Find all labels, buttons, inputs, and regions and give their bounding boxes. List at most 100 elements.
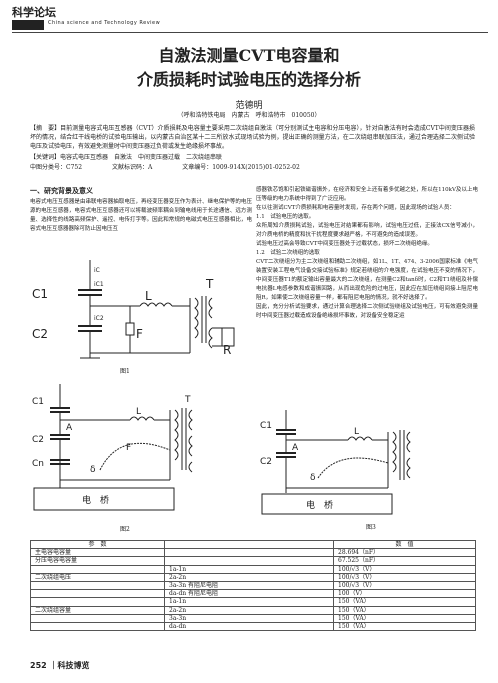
fig2-label-f: F	[126, 443, 131, 453]
section-heading-1: 一、研究背景及意义	[30, 186, 93, 195]
fig3-label-bridge: 电 桥	[306, 499, 333, 511]
table-cell: 二次绕组容量	[30, 605, 165, 615]
table-cell: 3a-3n 有阻尼电阻	[164, 580, 334, 591]
table-cell: 2a-2n	[164, 572, 334, 582]
journal-brand: 科学论坛	[12, 6, 56, 19]
affiliation: （呼和浩特铁电局 内蒙古 呼和浩特市 010050）	[177, 112, 321, 119]
table-cell: 100/√3（V）	[333, 564, 476, 574]
article-meta: 中图分类号：C752 文献标识码：A 文章编号：1009-914X(2015)0…	[30, 162, 475, 171]
table-cell	[164, 548, 334, 558]
table-cell: da-dn	[164, 621, 334, 632]
table-cell: 1a-1n	[164, 597, 334, 607]
paper-title-line2: 介质损耗时试验电压的选择分析	[136, 70, 361, 89]
table-cell: 100/√3（V）	[333, 572, 476, 582]
table-cell	[30, 564, 165, 574]
table-cell: 2a-2n	[164, 605, 334, 615]
table-cell	[30, 597, 165, 607]
subheading-1-2: 1.2 试验二次绕组的选取	[256, 250, 320, 256]
section-1-paragraph: 电容式电压互感器是由串联电容器抽取电压，再经变压器变压作为表计、继电保护等的电压…	[30, 199, 252, 232]
table-cell: 100/√3（V）	[333, 580, 476, 591]
article-number: 文章编号：1009-914X(2015)01-0252-02	[182, 164, 300, 171]
journal-logo	[12, 20, 44, 30]
fig3-label-a: A	[292, 443, 299, 453]
right-para-2: 在以往测试CVT介质损耗和电容量时发现，存在两个问题，因此现场的试验人员：	[256, 205, 455, 211]
fig3-label-c2: C2	[260, 457, 272, 467]
figure-2-circuit: C1 C2 Cn A L T F δ 电 桥	[32, 384, 193, 511]
fig1-label-ic: iC	[94, 267, 100, 274]
figure-2-caption: 图2	[120, 526, 130, 533]
figure-3-caption: 图3	[366, 524, 376, 531]
table-cell: 二次绕组电压	[30, 572, 165, 582]
fig1-label-c1: C1	[32, 287, 48, 301]
fig3-label-l: L	[354, 427, 359, 437]
right-para-6: 因此，充分分析试验要求，通过计算合理选择二次侧试验绕组及试验电压，可有效避免测量…	[256, 304, 478, 319]
clc-number: 中图分类号：C752	[30, 164, 83, 171]
table-cell	[30, 589, 165, 599]
table-cell	[30, 580, 165, 591]
right-para-1: 感器铁芯饱和引起铁磁谐振外，在经济和安全上还有着多优越之处，所以在110kV及以…	[256, 187, 478, 202]
table-cell	[30, 613, 165, 623]
table-cell: 分压电容电容量	[30, 556, 165, 566]
right-column-text: 感器铁芯饱和引起铁磁谐振外，在经济和安全上还有着多优越之处，所以在110kV及以…	[256, 186, 478, 406]
fig1-label-f: F	[136, 327, 143, 341]
table-cell: 28.694（nF）	[333, 548, 476, 558]
keywords: 【关键词】电容式电压互感器 自激法 中间变压器过载 二次绕组串联	[30, 154, 223, 161]
table-cell: 主电容电容量	[30, 548, 165, 558]
table-cell: 67.525（nF）	[333, 556, 476, 566]
author: 范德明	[235, 101, 263, 111]
fig3-label-delta: δ	[310, 473, 316, 483]
fig2-label-t: T	[184, 395, 191, 405]
fig2-label-cn: Cn	[32, 459, 44, 469]
table-cell: 100（V）	[333, 589, 476, 599]
fig2-label-delta: δ	[90, 465, 96, 475]
fig2-label-c1: C1	[32, 397, 44, 407]
fig1-label-t: T	[205, 277, 214, 291]
paper-title-line1: 自激法测量CVT电容量和	[158, 46, 340, 65]
fig2-label-bridge: 电 桥	[82, 494, 109, 506]
doc-code: 文献标识码：A	[111, 164, 153, 171]
fig3-label-c1: C1	[260, 421, 272, 431]
fig1-label-c2: C2	[32, 327, 48, 341]
table-header-param: 参 数	[30, 539, 165, 550]
figure-3-circuit: C1 C2 A L δ 电 桥	[260, 410, 411, 515]
fig1-label-r: R	[223, 343, 231, 357]
figure-1-caption: 图1	[120, 368, 130, 375]
parameter-table: 参 数 数 值 主电容电容量 28.694（nF） 分压电容电容量 67.525（nF…	[30, 539, 476, 632]
right-para-4: 试验电压过高会导致CVT中间变压器处于过载状态，损坏二次绕组绝缘。	[256, 241, 433, 247]
right-para-5: CVT二次绕组分为主二次绕组和辅助二次绕组，如1L、1T、474、3-2006国…	[256, 259, 478, 301]
fig1-label-l: L	[145, 289, 152, 303]
figure-1-circuit: C1 C2 L F T R iC iC1 iC2	[32, 260, 235, 359]
table-row: 主电容电容量 28.694（nF）	[30, 548, 476, 558]
table-cell: 1a-1n	[164, 564, 334, 574]
table-cell: 150（VA）	[333, 597, 476, 607]
header-divider	[12, 32, 488, 33]
journal-subtitle: China science and Technology Review	[48, 20, 161, 26]
fig2-label-l: L	[136, 407, 141, 417]
table-cell: 150（VA）	[333, 621, 476, 632]
abstract: 【摘 要】目前测量电容式电压互感器（CVT）介质损耗及电容量主要采用二次绕组自激…	[30, 125, 475, 150]
fig2-label-c2: C2	[32, 435, 44, 445]
right-para-3: 众所周知介质损耗试验，试验电压对结果都有影响，试验电压过低，正接法CX信号减小，…	[256, 223, 478, 238]
page-number: 252	[30, 661, 47, 670]
table-header-sub	[164, 539, 334, 550]
page-footer: 252 ｜科技博览	[30, 660, 90, 671]
table-cell: 150（VA）	[333, 605, 476, 615]
table-cell	[164, 556, 334, 566]
table-cell: 150（VA）	[333, 613, 476, 623]
table-cell: da-dn 有阻尼电阻	[164, 589, 334, 599]
table-header-value: 数 值	[333, 539, 476, 550]
table-row: 分压电容电容量 67.525（nF）	[30, 556, 476, 566]
journal-name: ｜科技博览	[49, 661, 90, 670]
table-header-row: 参 数 数 值	[30, 539, 476, 550]
fig1-label-ic2: iC2	[94, 315, 104, 322]
table-cell	[30, 621, 165, 632]
